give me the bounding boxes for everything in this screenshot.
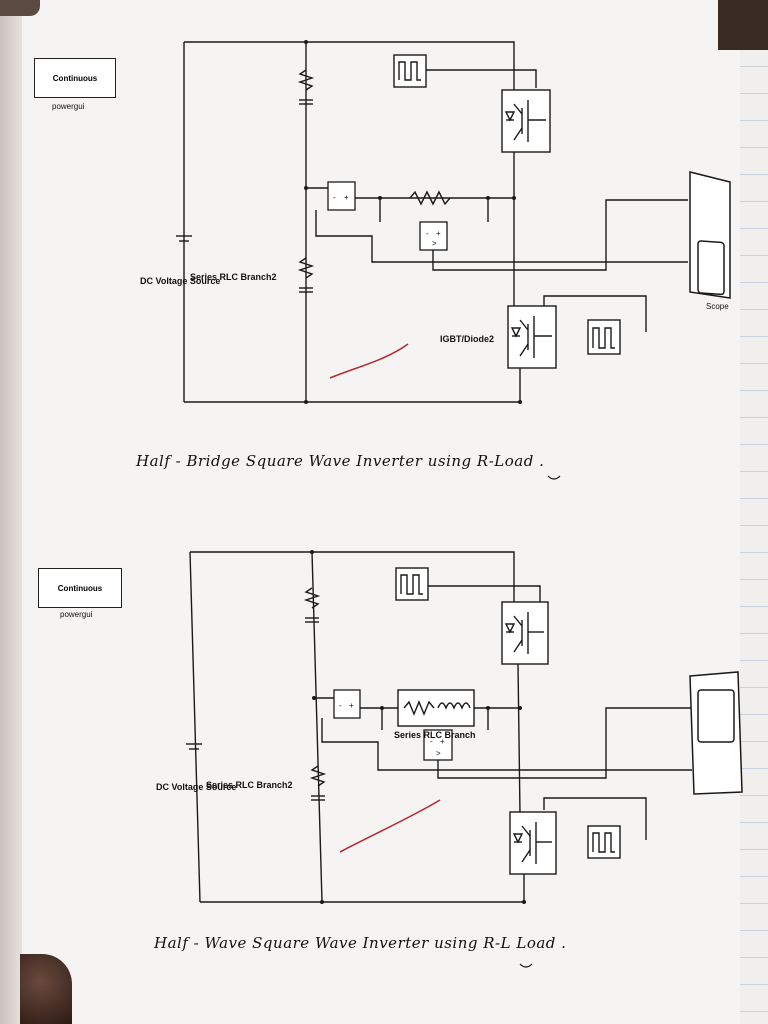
dc-source-label-2: DC Voltage Source (156, 782, 237, 792)
diagram1-dc-source (176, 235, 192, 242)
svg-text:+: + (344, 193, 349, 202)
background-corner (0, 0, 40, 16)
powergui-caption-2: powergui (60, 610, 93, 619)
igbt-upper-1 (501, 89, 551, 153)
svg-text:+: + (440, 737, 445, 746)
caption-diagram2: Half - Wave Square Wave Inverter using R… (154, 934, 567, 952)
background-object (20, 954, 72, 1024)
diagram2-rlc-bottom (309, 765, 327, 801)
powergui-mode: Continuous (52, 73, 98, 83)
powergui-caption-1: powergui (52, 102, 85, 111)
svg-text:+: + (349, 701, 354, 710)
voltage-measurement-blocks (327, 181, 453, 761)
rlc-label-2: Series RLC Branch2 (206, 780, 293, 790)
dc-source-label-1: DC Voltage Source (140, 276, 221, 286)
svg-text:-: - (430, 737, 433, 746)
caption-diagram1: Half - Bridge Square Wave Inverter using… (136, 452, 545, 470)
svg-text:-: - (333, 193, 336, 202)
igbt-upper-2 (501, 601, 549, 665)
igbt-lower-2 (509, 811, 557, 875)
svg-text:>: > (432, 239, 437, 248)
diagram2-dc-source (186, 743, 202, 750)
rlc-label-1: Series RLC Branch2 (190, 272, 277, 282)
pulse-generator-icons (393, 54, 621, 859)
junction-dots (304, 40, 526, 904)
ruled-page-edge (740, 40, 768, 1024)
svg-text:+: + (436, 229, 441, 238)
diagram2-wiring (189, 551, 692, 903)
igbt-label-1: IGBT/Diode2 (440, 334, 495, 344)
scope-label-1: Scope (706, 302, 729, 311)
diagram1-rlc-bottom (297, 257, 315, 293)
notebook-page (22, 0, 746, 1024)
powergui-block-2: Continuous (38, 568, 122, 608)
red-checkmarks (329, 343, 441, 853)
powergui-block-1: Continuous (34, 58, 116, 98)
svg-text:-: - (339, 701, 342, 710)
diagram2-rlc-top (303, 587, 321, 623)
diagram1-rlc-top (297, 69, 315, 105)
igbt-lower-1 (507, 305, 557, 369)
diagram1-resistor-load (409, 190, 451, 206)
powergui-mode: Continuous (57, 583, 103, 593)
rl-load-block (397, 689, 475, 727)
svg-text:-: - (426, 229, 429, 238)
load-label-2: Series RLC Branch (394, 730, 476, 740)
scope-blocks (689, 171, 743, 795)
svg-text:>: > (436, 749, 441, 758)
background-corner-right (718, 0, 768, 50)
page-binding-edge (0, 0, 24, 1024)
